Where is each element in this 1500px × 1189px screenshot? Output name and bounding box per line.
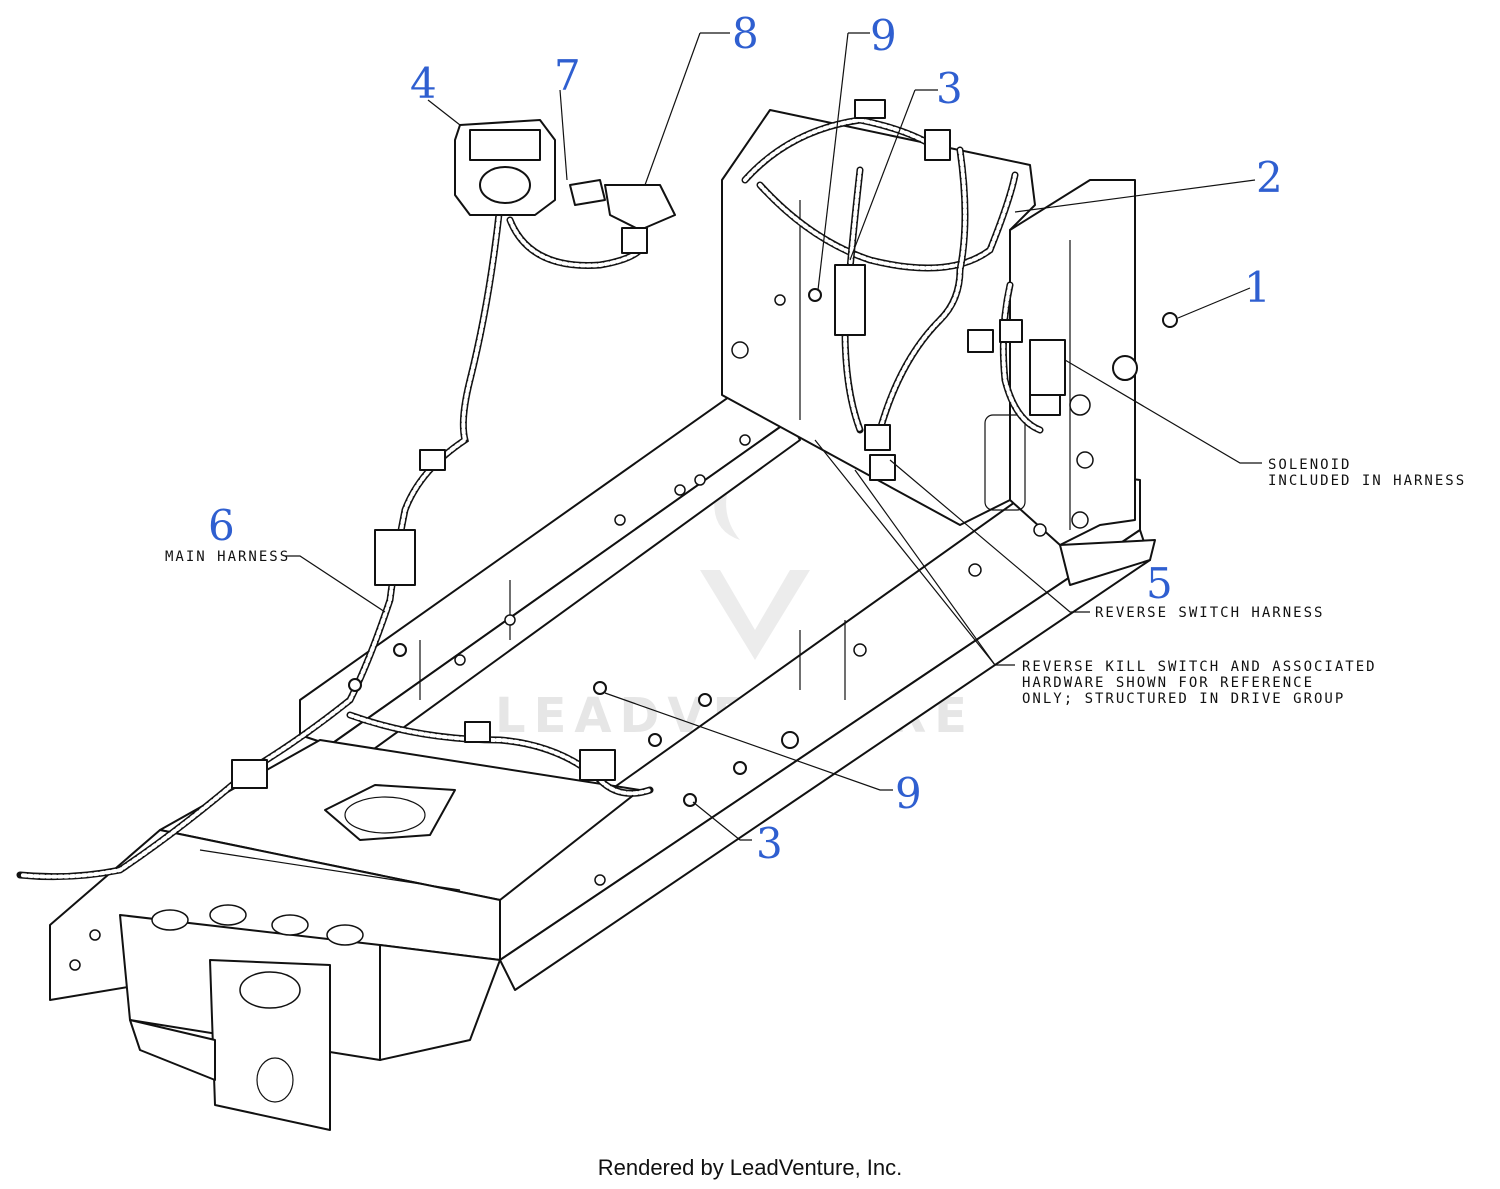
footer-credit: Rendered by LeadVenture, Inc. (597, 1155, 903, 1180)
components (231, 99, 1178, 807)
callout-4: 4 (410, 59, 437, 108)
note-solenoid-line2: INCLUDED IN HARNESS (1268, 473, 1466, 489)
wiring-harness (16, 116, 1044, 881)
callout-3-bottom: 3 (756, 819, 783, 868)
note-reverse-kill-line2: HARDWARE SHOWN FOR REFERENCE (1022, 675, 1314, 691)
callout-7: 7 (554, 51, 581, 100)
note-reverse-kill-line3: ONLY; STRUCTURED IN DRIVE GROUP (1022, 691, 1345, 707)
callout-6: 6 (208, 501, 235, 550)
callout-5: 5 (1146, 559, 1173, 608)
callout-numbers: 1 2 3 3 4 5 6 7 8 9 9 (208, 9, 1283, 868)
callout-3-top: 3 (936, 64, 963, 113)
leader-lines (285, 32, 1262, 841)
callout-9-top: 9 (870, 11, 897, 60)
tractor-frame (49, 109, 1156, 1131)
note-reverse-kill-line1: REVERSE KILL SWITCH AND ASSOCIATED (1022, 659, 1377, 675)
note-main-harness: MAIN HARNESS (165, 549, 290, 565)
note-reverse-switch: REVERSE SWITCH HARNESS (1095, 605, 1324, 621)
callout-8: 8 (732, 9, 759, 58)
notes: MAIN HARNESS SOLENOID INCLUDED IN HARNES… (165, 457, 1466, 707)
callout-9-bottom: 9 (895, 769, 922, 818)
callout-1: 1 (1244, 263, 1271, 312)
callout-2: 2 (1256, 153, 1283, 202)
note-solenoid-line1: SOLENOID (1268, 457, 1351, 473)
